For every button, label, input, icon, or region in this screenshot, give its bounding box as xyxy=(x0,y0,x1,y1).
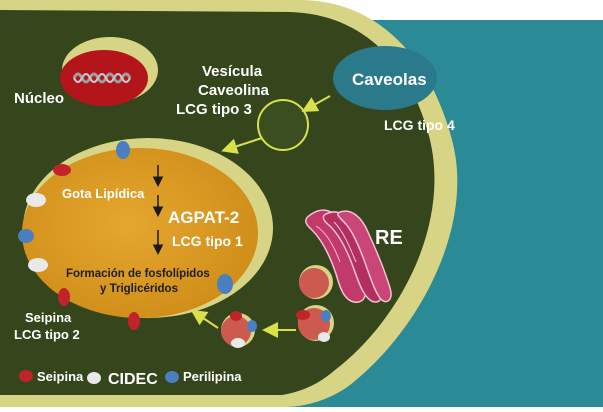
cidec-dot xyxy=(28,258,48,272)
arrow-vesicle-droplet xyxy=(221,137,263,154)
caveolae xyxy=(333,46,437,110)
small-droplet xyxy=(296,305,334,342)
endoplasmic-reticulum xyxy=(305,209,392,303)
legend-perilipina-swatch xyxy=(165,371,179,383)
cidec-dot xyxy=(26,193,46,207)
gota-lipidica-label: Gota Lipídica xyxy=(62,186,145,201)
perilipina-dot xyxy=(116,141,130,159)
seipina-dot xyxy=(58,288,70,306)
legend-cidec-swatch xyxy=(87,372,101,384)
seipina-dot xyxy=(128,312,140,330)
agpat2-label: AGPAT-2 xyxy=(168,208,239,227)
lcg-tipo2-label: LCG tipo 2 xyxy=(14,327,80,342)
vesicula-label: Vesícula xyxy=(202,63,263,80)
re-label: RE xyxy=(375,227,403,249)
caveolas-label: Caveolas xyxy=(352,70,427,89)
formacion-label: Formación de fosfolípidos xyxy=(66,268,210,280)
small-droplet xyxy=(221,311,257,348)
seipina-label: Seipina xyxy=(25,310,72,325)
perilipina-dot xyxy=(217,274,233,294)
lcg-tipo4-label: LCG tipo 4 xyxy=(384,117,455,133)
seipina-dot xyxy=(53,164,71,176)
trigliceridos-label: y Triglicéridos xyxy=(100,283,178,295)
legend-perilipina-label: Perilipina xyxy=(183,369,242,384)
small-droplet xyxy=(299,265,333,299)
caveolin-vesicle xyxy=(257,99,309,151)
perilipina-dot xyxy=(18,229,34,243)
lcg-tipo3-label: LCG tipo 3 xyxy=(176,101,252,118)
legend-seipina-label: Seipina xyxy=(37,369,84,384)
nucleus xyxy=(60,37,158,106)
arrow-caveola-vesicle xyxy=(301,95,331,112)
nucleo-label: Núcleo xyxy=(14,90,64,107)
arrow-to-main-droplet xyxy=(190,309,219,329)
lipid-droplet xyxy=(22,138,273,318)
lcg-tipo1-label: LCG tipo 1 xyxy=(172,233,243,249)
caveolina-label: Caveolina xyxy=(198,82,270,99)
legend-cidec-label: CIDEC xyxy=(108,371,158,388)
legend-seipina-swatch xyxy=(19,370,33,382)
legend: Seipina CIDEC Perilipina xyxy=(19,369,242,388)
